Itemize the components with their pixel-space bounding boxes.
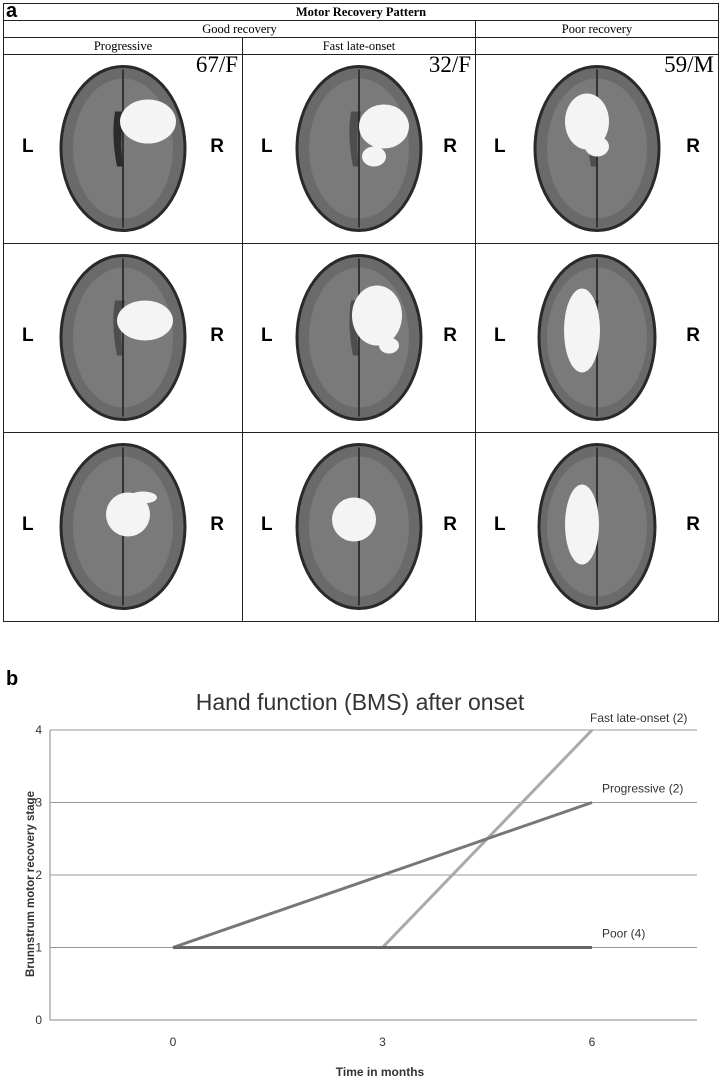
table-title: Motor Recovery Pattern bbox=[3, 3, 719, 21]
y-tick-label: 3 bbox=[35, 796, 42, 810]
brain-mri-image bbox=[295, 65, 423, 232]
x-tick-label: 0 bbox=[170, 1035, 177, 1049]
left-label: L bbox=[494, 136, 506, 157]
y-tick-label: 0 bbox=[35, 1013, 42, 1027]
patient-age-sex: 67/F bbox=[195, 52, 238, 77]
y-axis-label: Brunnstrum motor recovery stage bbox=[25, 791, 37, 977]
patient-age-sex: 32/F bbox=[428, 52, 471, 77]
right-label: R bbox=[443, 514, 457, 535]
right-label: R bbox=[210, 325, 224, 346]
right-label: R bbox=[686, 325, 700, 346]
series-label: Progressive (2) bbox=[602, 782, 683, 796]
chart-title: Hand function (BMS) after onset bbox=[196, 689, 525, 715]
panel-b-letter: b bbox=[6, 668, 19, 690]
y-tick-label: 2 bbox=[35, 868, 42, 882]
brain-mri-image bbox=[537, 254, 657, 421]
series-line-fast bbox=[173, 728, 594, 949]
left-label: L bbox=[261, 325, 273, 346]
right-label: R bbox=[210, 514, 224, 535]
x-tick-label: 3 bbox=[379, 1035, 386, 1049]
group-good: Good recovery bbox=[3, 20, 476, 38]
brain-mri-image bbox=[295, 443, 423, 610]
left-label: L bbox=[22, 325, 34, 346]
brain-mri-image bbox=[59, 254, 187, 421]
mri-cell: 67/F L R bbox=[3, 52, 243, 244]
brain-mri-image bbox=[59, 443, 187, 610]
left-label: L bbox=[494, 514, 506, 535]
left-label: L bbox=[494, 325, 506, 346]
series-label: Poor (4) bbox=[602, 927, 645, 941]
left-label: L bbox=[22, 136, 34, 157]
series-line-progressive bbox=[172, 801, 593, 949]
series-label: Fast late-onset (2) bbox=[590, 711, 687, 725]
patient-age-sex: 59/M bbox=[664, 52, 714, 77]
brain-mri-image bbox=[533, 65, 661, 232]
left-label: L bbox=[261, 514, 273, 535]
panel-a-letter: a bbox=[6, 0, 18, 22]
brain-mri-image bbox=[59, 65, 187, 232]
group-poor: Poor recovery bbox=[475, 20, 719, 38]
brain-mri-image bbox=[537, 443, 657, 610]
y-tick-label: 4 bbox=[35, 723, 42, 737]
mri-cell: 59/M L R bbox=[475, 52, 719, 244]
y-tick-label: 1 bbox=[35, 941, 42, 955]
right-label: R bbox=[210, 136, 224, 157]
x-tick-label: 6 bbox=[589, 1035, 596, 1049]
x-axis-label: Time in months bbox=[336, 1065, 425, 1079]
right-label: R bbox=[686, 136, 700, 157]
brain-mri-image bbox=[295, 254, 423, 421]
mri-cell: 32/F L R bbox=[242, 52, 476, 244]
line-chart: Hand function (BMS) after onset Time in … bbox=[25, 689, 697, 1079]
left-label: L bbox=[261, 136, 273, 157]
right-label: R bbox=[443, 325, 457, 346]
right-label: R bbox=[443, 136, 457, 157]
right-label: R bbox=[686, 514, 700, 535]
left-label: L bbox=[22, 514, 34, 535]
